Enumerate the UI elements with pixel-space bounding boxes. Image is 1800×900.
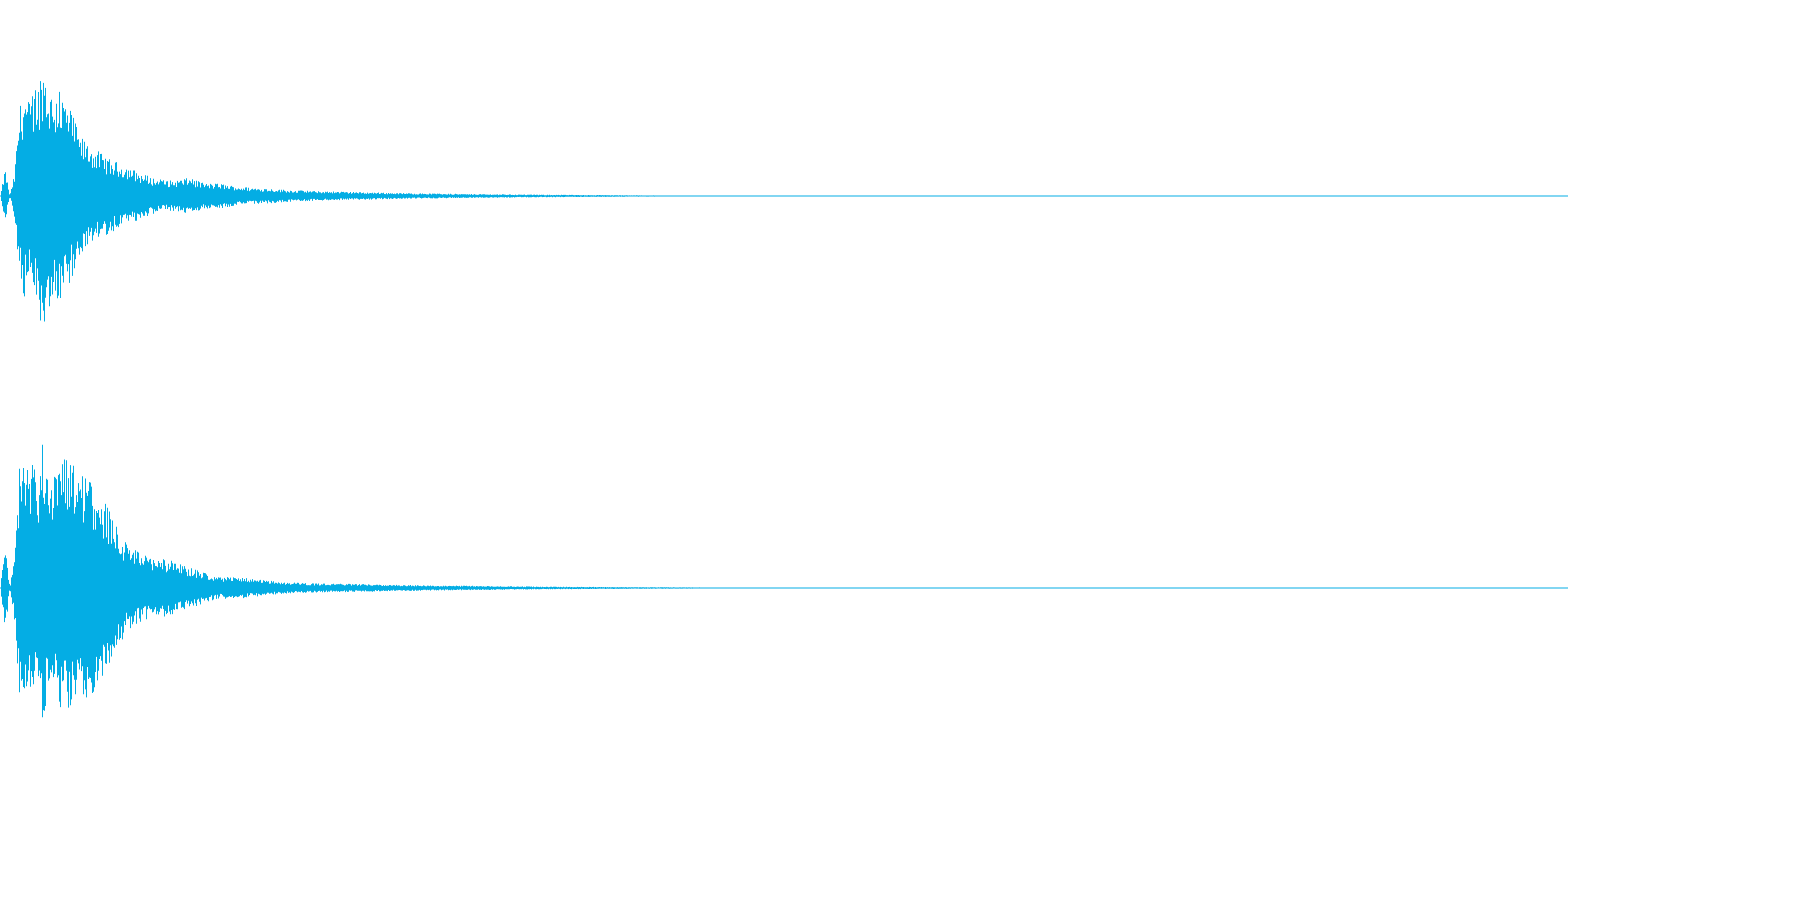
waveform-channel-1 bbox=[0, 81, 1568, 322]
waveform-channel-2 bbox=[0, 444, 1568, 718]
waveform-view bbox=[0, 81, 1568, 718]
waveform-series bbox=[1, 444, 980, 718]
waveform-plot bbox=[0, 81, 1568, 718]
waveform-series bbox=[1, 81, 980, 322]
